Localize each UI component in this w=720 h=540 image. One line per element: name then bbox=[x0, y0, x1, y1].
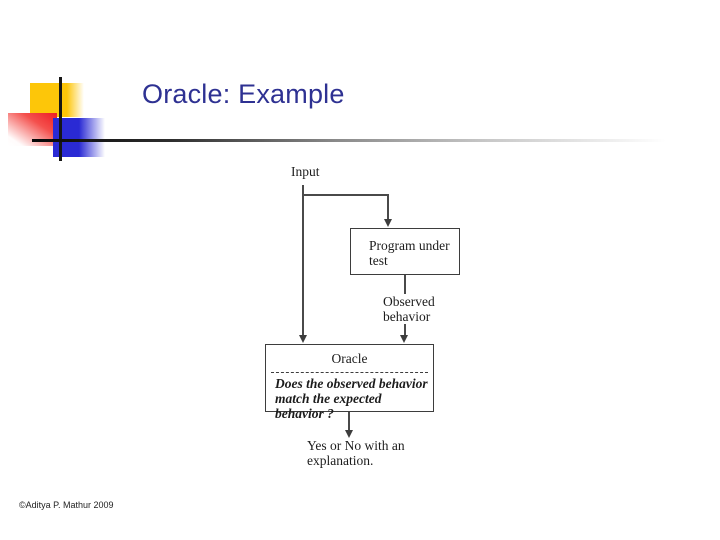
title-underline-rule bbox=[32, 139, 666, 142]
arrowhead-observed-into-oracle-box bbox=[400, 335, 408, 343]
oracle-box-title: Oracle bbox=[331, 351, 368, 366]
result-label: Yes or No with an explanation. bbox=[307, 438, 405, 469]
oracle-question-text: Does the observed behavior match the exp… bbox=[275, 376, 428, 421]
connector-oracle-to-result-line bbox=[348, 412, 350, 431]
connector-input-to-oracle-line bbox=[302, 185, 304, 335]
arrowhead-into-program-box bbox=[384, 219, 392, 227]
copyright-footer: ©Aditya P. Mathur 2009 bbox=[19, 500, 114, 510]
oracle-box-dashed-divider bbox=[271, 372, 428, 373]
connector-input-to-program-line bbox=[387, 194, 389, 221]
decoration-vertical-line bbox=[59, 77, 62, 161]
oracle-box: Oracle Does the observed behavior match … bbox=[265, 344, 434, 421]
program-under-test-label: Program under test bbox=[369, 238, 450, 269]
arrowhead-input-into-oracle-box bbox=[299, 335, 307, 343]
input-label: Input bbox=[291, 164, 320, 179]
observed-behavior-label: Observed behavior bbox=[383, 294, 439, 325]
connector-input-branch-line bbox=[302, 194, 388, 196]
slide-title: Oracle: Example bbox=[142, 79, 345, 109]
arrowhead-into-result-label bbox=[345, 430, 353, 438]
decoration-yellow-square bbox=[30, 83, 84, 117]
program-under-test-box: Program under test bbox=[350, 228, 460, 275]
